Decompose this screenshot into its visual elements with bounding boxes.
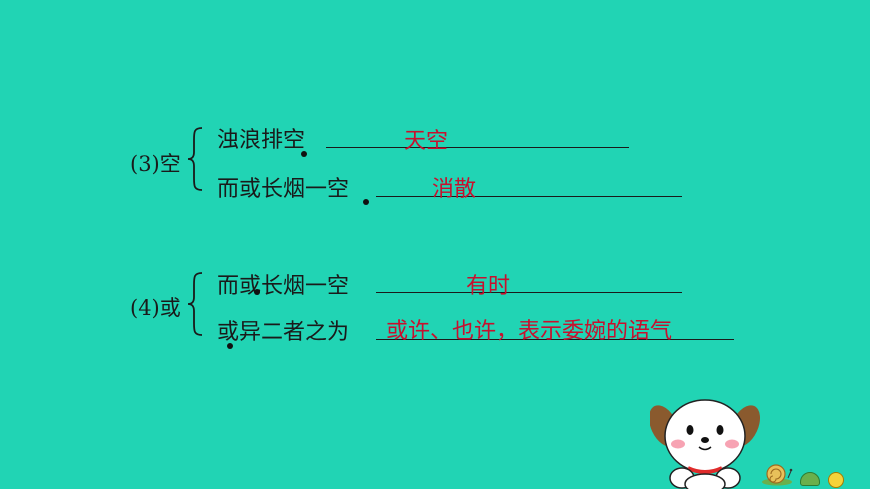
row-text: 而或长烟一空	[217, 274, 350, 299]
emphasis-dot	[301, 151, 307, 157]
answer-text: 天空	[404, 129, 449, 154]
brace-icon	[187, 127, 203, 191]
answer-text: 消散	[432, 177, 477, 202]
row-text: 而或长烟一空	[217, 177, 350, 202]
answer-line	[376, 339, 734, 340]
answer-text: 有时	[466, 274, 511, 299]
puppy-mascot-icon	[650, 399, 760, 489]
row-text: 或异二者之为	[217, 320, 350, 345]
section-label: (3)空	[130, 152, 181, 176]
emphasis-dot	[227, 343, 233, 349]
brace-icon	[187, 272, 203, 336]
answer-line	[376, 196, 682, 197]
snail-icon	[762, 464, 793, 486]
answer-line	[326, 147, 629, 148]
flower-decoration	[828, 472, 844, 488]
answer-text: 或许、也许，表示委婉的语气	[386, 319, 673, 344]
answer-line	[376, 292, 682, 293]
row-text: 浊浪排空	[217, 128, 306, 153]
section-label: (4)或	[130, 296, 181, 320]
leaf-decoration	[800, 472, 820, 486]
emphasis-dot	[363, 199, 369, 205]
emphasis-dot	[254, 289, 260, 295]
